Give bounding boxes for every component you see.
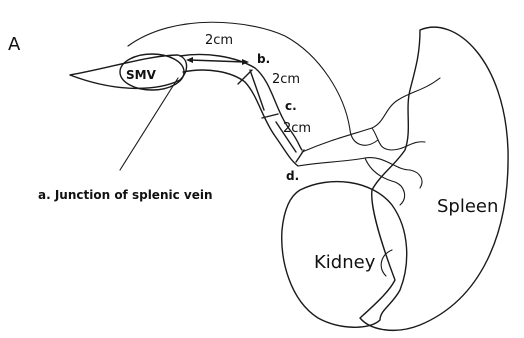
point-c-label: c. — [285, 99, 297, 113]
measurement-label-2: 2cm — [272, 72, 300, 87]
pancreas-outline — [128, 22, 378, 145]
spleen-label: Spleen — [437, 196, 498, 217]
smv-label: SMV — [126, 68, 157, 82]
kidney-hilum — [381, 250, 392, 276]
measurement-label-3: 2cm — [283, 121, 311, 136]
splenic-vessel-3 — [372, 128, 425, 150]
leader-line-a — [120, 78, 178, 170]
point-b-label: b. — [257, 52, 270, 66]
measurement-label-1: 2cm — [205, 33, 233, 48]
splenic-vessel-1 — [302, 78, 440, 152]
kidney-label: Kidney — [314, 252, 376, 273]
spleen-outline — [360, 27, 508, 330]
point-d-label: d. — [286, 169, 299, 183]
junction-label: a. Junction of splenic vein — [38, 188, 213, 202]
panel-label: A — [8, 34, 21, 55]
